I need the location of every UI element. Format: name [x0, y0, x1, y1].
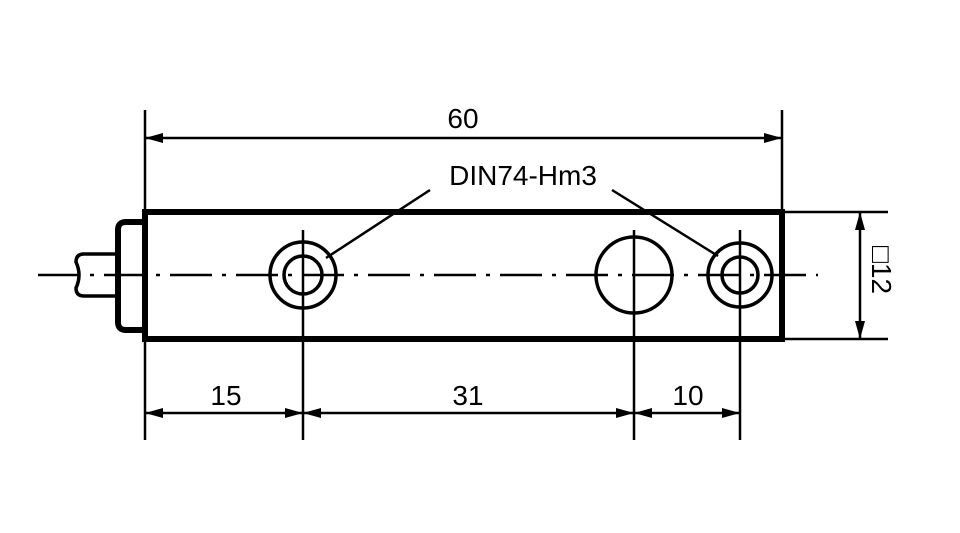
height-value: 12 — [866, 263, 897, 294]
dimension-right-label: 10 — [672, 380, 703, 411]
dimension-left-label: 15 — [210, 380, 241, 411]
dimension-overall-label: 60 — [447, 103, 478, 134]
dimension-chain-bottom — [145, 408, 740, 418]
callout-label: DIN74-Hm3 — [449, 160, 597, 191]
dimension-middle-label: 31 — [452, 380, 483, 411]
callout-leader-right — [611, 188, 719, 258]
square-symbol: □ — [866, 246, 897, 263]
callout-leader-left — [325, 188, 431, 260]
dimension-overall — [145, 133, 782, 143]
dimension-height — [855, 212, 865, 339]
dimension-height-label: □12 — [866, 246, 897, 294]
